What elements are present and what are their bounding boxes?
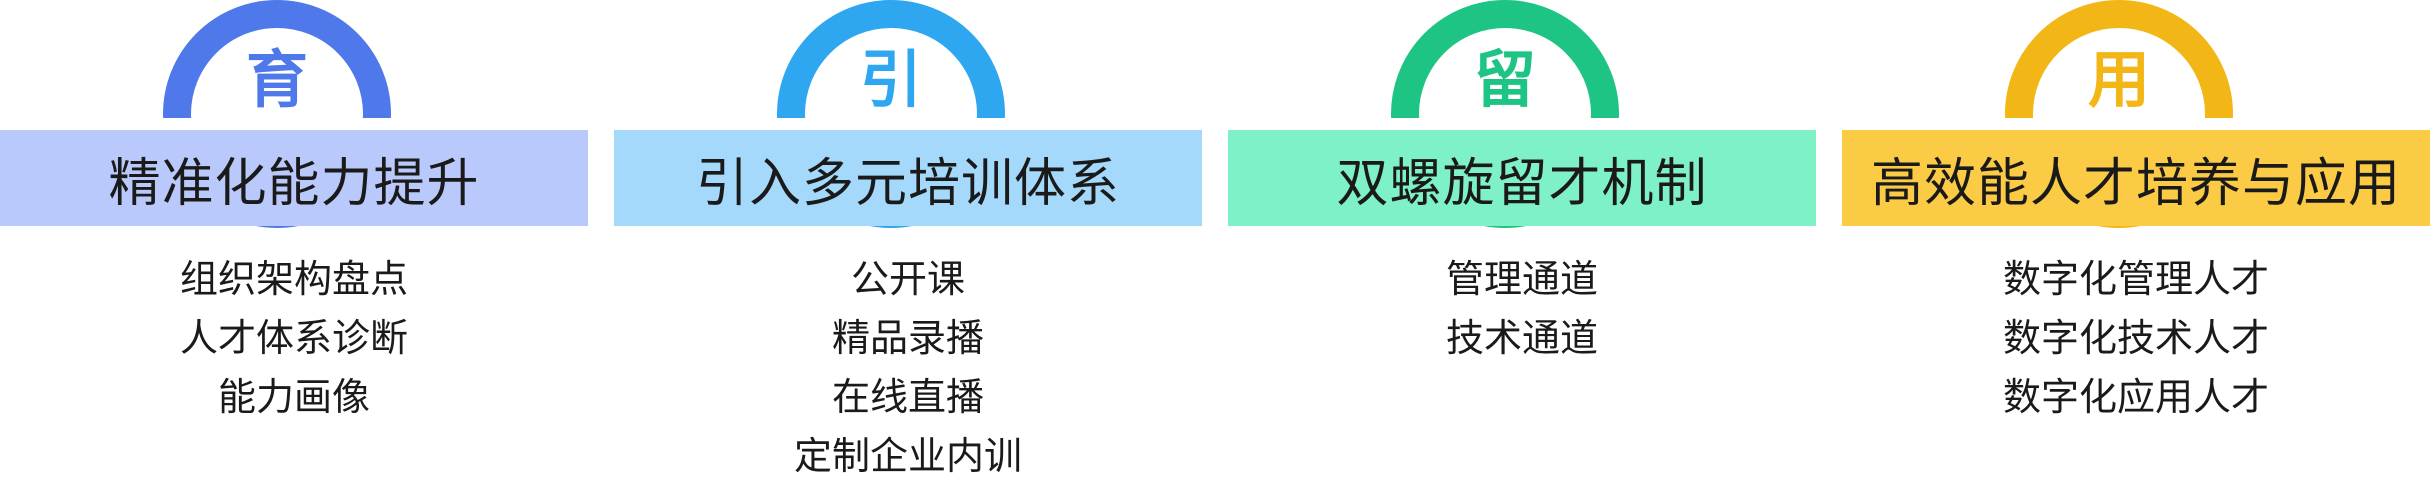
pillar-title: 双螺旋留才机制 bbox=[1228, 130, 1816, 226]
pillar-item-list: 管理通道 技术通道 bbox=[1228, 250, 1816, 368]
pillar-badge: 育 bbox=[245, 43, 308, 116]
pillar-badge: 引 bbox=[859, 43, 922, 116]
pillar-item-list: 数字化管理人才 数字化技术人才 数字化应用人才 bbox=[1842, 250, 2430, 427]
pillar-item: 精品录播 bbox=[831, 316, 984, 360]
pillar-badge: 留 bbox=[1473, 43, 1536, 116]
pillar-title: 引入多元培训体系 bbox=[614, 130, 1202, 226]
pillar-item: 数字化技术人才 bbox=[2002, 316, 2269, 360]
pillar-item: 能力画像 bbox=[217, 375, 370, 419]
pillar-item-list: 公开课 精品录播 在线直播 定制企业内训 bbox=[614, 250, 1202, 486]
pillar-item: 数字化应用人才 bbox=[2002, 375, 2269, 419]
pillar-item: 公开课 bbox=[850, 257, 965, 301]
pillar-card: 留 双螺旋留才机制 管理通道 技术通道 bbox=[1228, 0, 1816, 475]
pillar-item: 组织架构盘点 bbox=[179, 257, 408, 301]
pillar-card: 用 高效能人才培养与应用 数字化管理人才 数字化技术人才 数字化应用人才 bbox=[1842, 0, 2430, 475]
pillar-title: 精准化能力提升 bbox=[0, 130, 588, 226]
pillar-item: 技术通道 bbox=[1445, 316, 1598, 360]
pillar-item: 人才体系诊断 bbox=[179, 316, 408, 360]
pillar-title: 高效能人才培养与应用 bbox=[1842, 130, 2430, 226]
pillar-item: 管理通道 bbox=[1445, 257, 1598, 301]
pillar-item: 数字化管理人才 bbox=[2002, 257, 2269, 301]
pillar-item: 在线直播 bbox=[831, 375, 984, 419]
pillar-card: 引 引入多元培训体系 公开课 精品录播 在线直播 定制企业内训 bbox=[614, 0, 1202, 478]
pillar-badge: 用 bbox=[2087, 43, 2150, 116]
pillar-card: 育 精准化能力提升 组织架构盘点 人才体系诊断 能力画像 bbox=[0, 0, 588, 475]
pillar-item-list: 组织架构盘点 人才体系诊断 能力画像 bbox=[0, 250, 588, 427]
pillar-item: 定制企业内训 bbox=[793, 434, 1022, 478]
